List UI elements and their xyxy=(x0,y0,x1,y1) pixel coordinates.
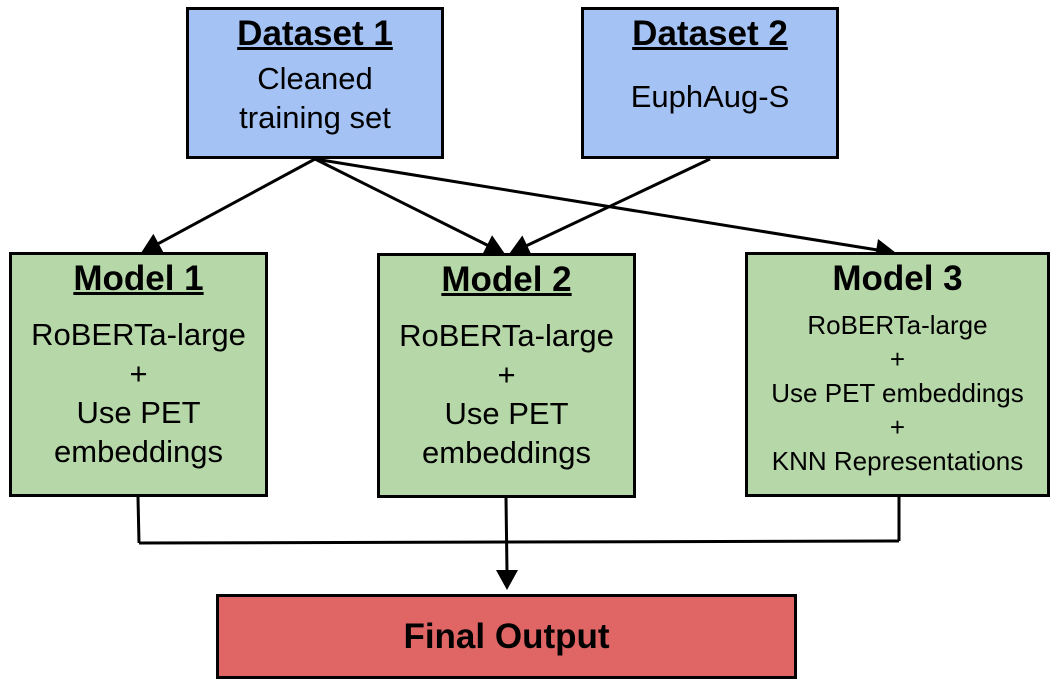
model-1-line: + xyxy=(129,356,148,391)
model-3-line: RoBERTa-large xyxy=(807,310,988,340)
dataset-1-line: Cleaned xyxy=(257,60,373,96)
model-3-line: Use PET embeddings xyxy=(771,378,1024,408)
model-1-line: embeddings xyxy=(54,434,223,469)
connector-model2-down xyxy=(504,497,509,573)
arrow-dataset2-to-model2 xyxy=(521,157,711,250)
connector-merge-line xyxy=(138,539,900,545)
arrow-dataset1-to-model2-head xyxy=(482,235,505,255)
model-2-line: + xyxy=(497,357,516,392)
dataset-2-title: Dataset 2 xyxy=(632,14,788,53)
arrow-dataset1-to-model2 xyxy=(314,157,494,250)
dataset-2-line: EuphAug-S xyxy=(630,79,790,114)
arrow-dataset2-to-model2-head xyxy=(509,235,532,256)
arrow-to-final-output-head xyxy=(496,570,518,590)
model-1-description: RoBERTa-large + Use PET embeddings xyxy=(31,298,246,494)
model-1-line: RoBERTa-large xyxy=(31,317,246,352)
final-output-title: Final Output xyxy=(403,616,610,656)
connector-model1-down xyxy=(136,496,141,544)
model-2-description: RoBERTa-large + Use PET embeddings xyxy=(399,299,614,495)
arrow-dataset1-to-model3 xyxy=(314,157,883,253)
model-1-line: Use PET xyxy=(76,395,201,430)
model-3-title: Model 3 xyxy=(832,259,963,298)
model-1-title: Model 1 xyxy=(73,259,204,298)
dataset-2-description: EuphAug-S xyxy=(631,53,790,156)
model-3-line: + xyxy=(889,412,906,442)
model-2-line: Use PET xyxy=(444,396,569,431)
model-2-title: Model 2 xyxy=(441,260,572,299)
model-3-box: Model 3 RoBERTa-large + Use PET embeddin… xyxy=(745,252,1050,497)
dataset-1-box: Dataset 1 Cleaned training set xyxy=(186,7,444,159)
dataset-1-description: Cleaned training set xyxy=(239,53,391,156)
dataset-1-line: training set xyxy=(239,99,391,135)
model-3-line: KNN Representations xyxy=(771,446,1024,476)
model-3-line: + xyxy=(889,344,906,374)
model-2-box: Model 2 RoBERTa-large + Use PET embeddin… xyxy=(377,253,636,498)
final-output-box: Final Output xyxy=(216,594,797,679)
model-2-line: embeddings xyxy=(422,435,591,470)
arrow-dataset1-to-model1-head xyxy=(141,233,164,254)
model-3-description: RoBERTa-large + Use PET embeddings + KNN… xyxy=(771,298,1023,494)
model-1-box: Model 1 RoBERTa-large + Use PET embeddin… xyxy=(9,252,268,497)
arrow-dataset1-to-model1 xyxy=(152,157,316,248)
model-2-line: RoBERTa-large xyxy=(399,318,614,353)
dataset-2-box: Dataset 2 EuphAug-S xyxy=(581,7,839,159)
dataset-1-title: Dataset 1 xyxy=(237,14,393,53)
